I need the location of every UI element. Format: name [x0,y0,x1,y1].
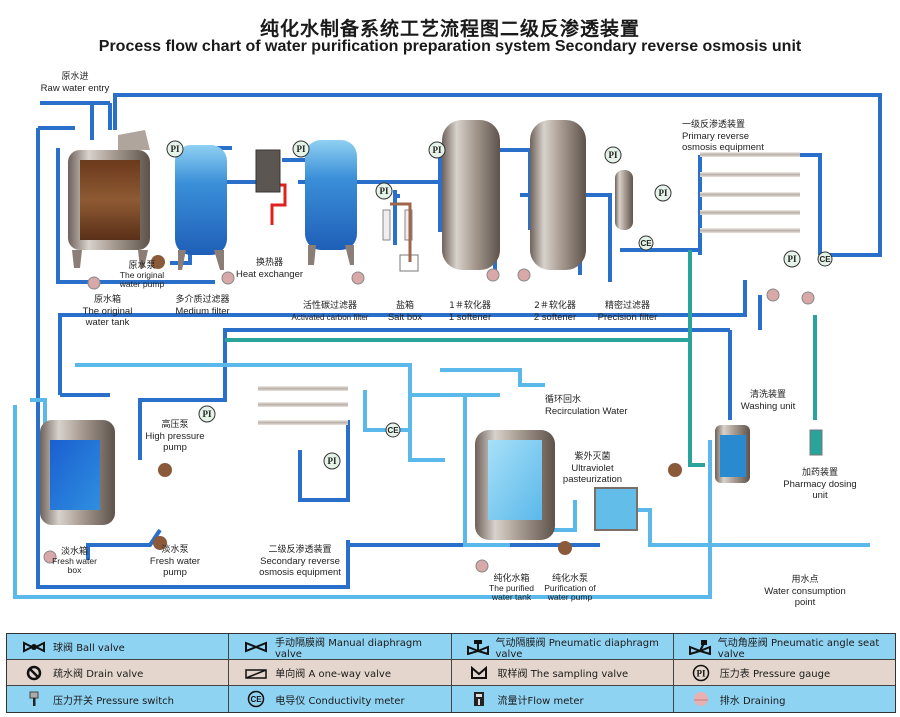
legend-item-pneumatic-diaphragm-valve: 气动隔膜阀 Pneumatic diaphragm valve [452,634,674,660]
label-fresh-water-box: 淡水箱 Fresh water box [52,547,97,575]
legend-item-manual-diaphragm-valve: 手动隔膜阀 Manual diaphragm valve [229,634,452,660]
pump-icons [151,255,682,555]
label-high-pressure-pump: 高压泵 High pressure pump [145,420,205,453]
svg-text:PI: PI [609,150,618,160]
label-heat-exchanger: 换热器 Heat exchanger [235,258,304,280]
label-softener-1: 1＃软化器 1 softener [448,301,492,323]
pipes-heat [270,183,287,225]
draining-icon [688,691,714,707]
pressure-switch-icon [21,691,47,707]
legend-row: 压力开关 Pressure switch CE 电导仪 Conductivity… [7,686,895,712]
legend-item-flow-meter: 流量计Flow meter [452,686,674,712]
legend-item-pneumatic-angle-seat-valve: 气动角座阀 Pneumatic angle seat valve [674,634,895,660]
legend-item-conductivity-meter: CE 电导仪 Conductivity meter [229,686,452,712]
label-fresh-water-pump: 淡水泵 Fresh water pump [149,545,201,578]
fresh-water-box [40,420,115,525]
title-english: Process flow chart of water purification… [98,38,802,55]
ball-valve-icon [21,639,47,655]
legend-row: 疏水阀 Drain valve 单向阀 A one-way valve 取样阀 … [7,660,895,686]
svg-text:CE: CE [640,239,652,248]
flow-meter-icon [466,691,492,707]
svg-text:PI: PI [788,254,797,264]
legend-item-pressure-gauge: PI 压力表 Pressure gauge [674,660,895,685]
label-original-water-tank: 原水箱 The original water tank [82,295,133,328]
svg-text:PI: PI [328,456,337,466]
label-uv-pasteurization: 紫外灭菌 Ultraviolet pasteurization [562,452,623,485]
svg-text:PI: PI [433,145,442,155]
primary-ro-membranes [700,152,800,233]
label-purification-water-pump: 纯化水泵 Purification of water pump [544,574,596,602]
label-washing-unit: 清洗装置 Washing unit [740,390,796,412]
washing-unit-tank [715,425,750,483]
label-salt-box: 盐箱 Salt box [387,301,423,323]
svg-text:PI: PI [203,409,212,419]
label-medium-filter: 多介质过滤器 Medium filter [175,295,230,317]
conductivity-meters: CE CE CE [385,235,833,438]
medium-filter [175,145,227,270]
pipes-teal [225,250,817,467]
salt-box [382,202,419,272]
svg-text:CE: CE [387,426,399,435]
process-flow-diagram: PI PI PI PI PI PI PI PI PI CE CE CE [13,93,882,599]
label-recirculation-water: 循环回水 Recirculation Water [545,395,628,417]
manual-diaphragm-valve-icon [243,639,269,655]
label-softener-2: 2＃软化器 2 softener [533,301,577,323]
label-original-water-pump: 原水泵 The original water pump [119,261,165,289]
activated-carbon-filter [305,140,357,265]
svg-text:PI: PI [380,186,389,196]
label-primary-ro: 一级反渗透装置 Primary reverse osmosis equipmen… [682,120,764,153]
purified-water-tank [475,430,555,540]
legend-item-draining: 排水 Draining [674,686,895,712]
pressure-gauge-icon: PI [688,664,714,681]
pharmacy-dosing-unit [809,429,823,456]
label-raw-water-entry: 原水进 Raw water entry [40,72,110,94]
label-secondary-ro: 二级反渗透装置 Secondary reverse osmosis equipm… [259,545,341,578]
svg-text:PI: PI [659,188,668,198]
one-way-valve-icon [243,665,269,681]
softener-2 [530,120,586,270]
svg-text:PI: PI [171,144,180,154]
drain-valve-icon [21,665,47,681]
legend-item-ball-valve: 球阀 Ball valve [7,634,230,659]
svg-text:CE: CE [819,255,831,264]
label-pharmacy-dosing-unit: 加药装置 Pharmacy dosing unit [783,468,857,501]
svg-text:PI: PI [696,668,705,678]
pneumatic-angle-seat-valve-icon [688,639,712,655]
legend-item-sampling-valve: 取样阀 The sampling valve [452,660,674,685]
legend-item-pressure-switch: 压力开关 Pressure switch [7,686,230,712]
original-water-tank [68,130,150,268]
label-water-consumption-point: 用水点 Water consumption point [764,575,846,608]
softener-1 [442,120,500,270]
svg-text:CE: CE [251,695,263,704]
legend-item-one-way-valve: 单向阀 A one-way valve [229,660,452,685]
uv-pasteurization-unit [594,487,638,531]
label-precision-filter: 精密过滤器 Precision filter [597,301,658,323]
pressure-gauges: PI PI PI PI PI PI PI PI PI [166,140,801,470]
heat-exchanger [255,149,281,193]
title-chinese: 纯化水制备系统工艺流程图二级反渗透装置 [259,18,640,40]
svg-text:PI: PI [297,144,306,154]
label-activated-carbon-filter: 活性碳过滤器 Activated carbon filter [291,301,369,322]
conductivity-meter-icon: CE [243,690,269,708]
legend: 球阀 Ball valve 手动隔膜阀 Manual diaphragm val… [6,633,896,713]
legend-row: 球阀 Ball valve 手动隔膜阀 Manual diaphragm val… [7,634,895,660]
pneumatic-diaphragm-valve-icon [466,639,490,655]
secondary-ro-membranes [258,386,348,425]
sampling-valve-icon [466,665,492,681]
draining-points [43,268,815,573]
precision-filter [615,170,633,230]
legend-item-drain-valve: 疏水阀 Drain valve [7,660,230,685]
label-purified-water-tank: 纯化水箱 The purified water tank [489,574,534,602]
